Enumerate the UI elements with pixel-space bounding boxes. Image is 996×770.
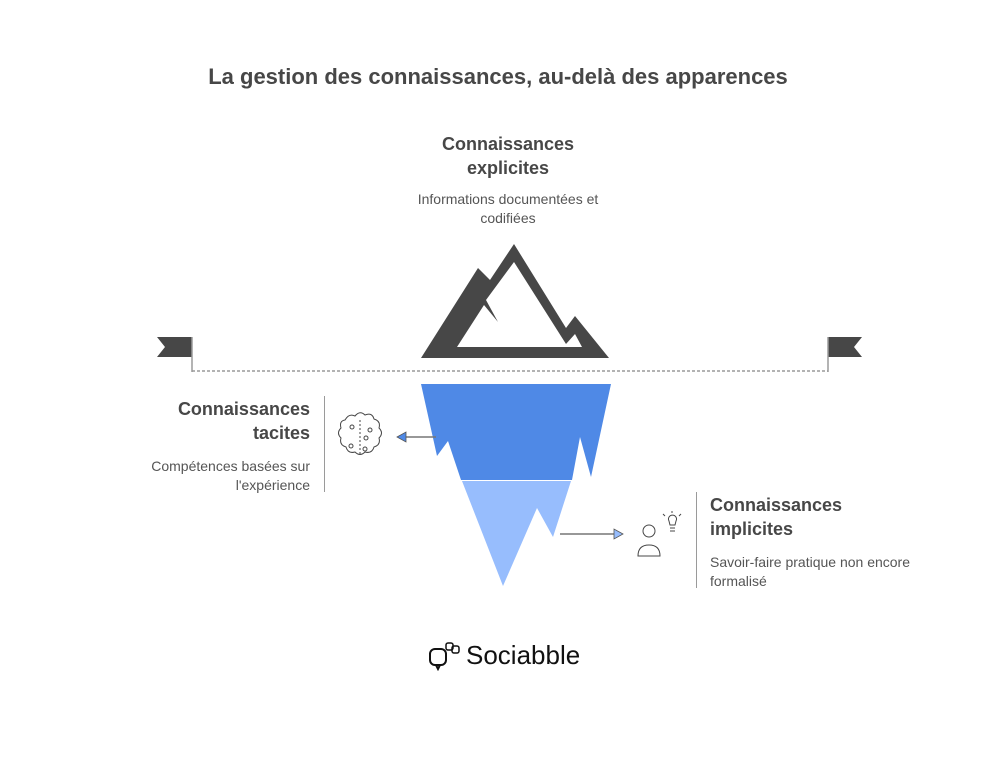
mountain-icon (421, 244, 609, 358)
left-flag-icon (157, 337, 193, 372)
diagram-title: La gestion des connaissances, au-delà de… (208, 64, 788, 89)
implicit-divider (696, 492, 697, 588)
brain-icon (338, 412, 382, 455)
explicit-block: Connaissances explicites Informations do… (400, 132, 616, 228)
implicit-desc-line1: Savoir-faire pratique non encore (710, 554, 911, 570)
sociabble-logo: Sociabble (428, 640, 580, 671)
tacit-block: Connaissances tacites Compétences basées… (110, 397, 310, 495)
implicit-layer (462, 481, 571, 586)
tacit-divider (324, 396, 325, 492)
tacit-heading-line2: tacites (252, 423, 310, 443)
tacit-layer (421, 384, 611, 480)
tacit-heading-line1: Connaissances (177, 399, 310, 419)
implicit-arrow (560, 528, 624, 540)
explicit-heading-line1: Connaissances (441, 134, 575, 154)
implicit-heading-line2: implicites (710, 519, 794, 539)
brand-name: Sociabble (466, 640, 581, 670)
right-flag-icon (827, 337, 862, 372)
tacit-arrow (396, 431, 436, 443)
implicit-block: Connaissances implicites Savoir-faire pr… (710, 493, 970, 591)
person-lightbulb-icon (637, 511, 682, 557)
chat-bubbles-icon (429, 641, 460, 671)
explicit-desc-line1: Informations documentées et (417, 191, 599, 207)
implicit-heading-line1: Connaissances (710, 495, 843, 515)
tacit-desc-line2: l'expérience (235, 477, 310, 493)
explicit-desc-line2: codifiées (480, 210, 536, 226)
tacit-desc-line1: Compétences basées sur (151, 458, 310, 474)
implicit-desc-line2: formalisé (710, 573, 767, 589)
explicit-heading-line2: explicites (466, 158, 550, 178)
